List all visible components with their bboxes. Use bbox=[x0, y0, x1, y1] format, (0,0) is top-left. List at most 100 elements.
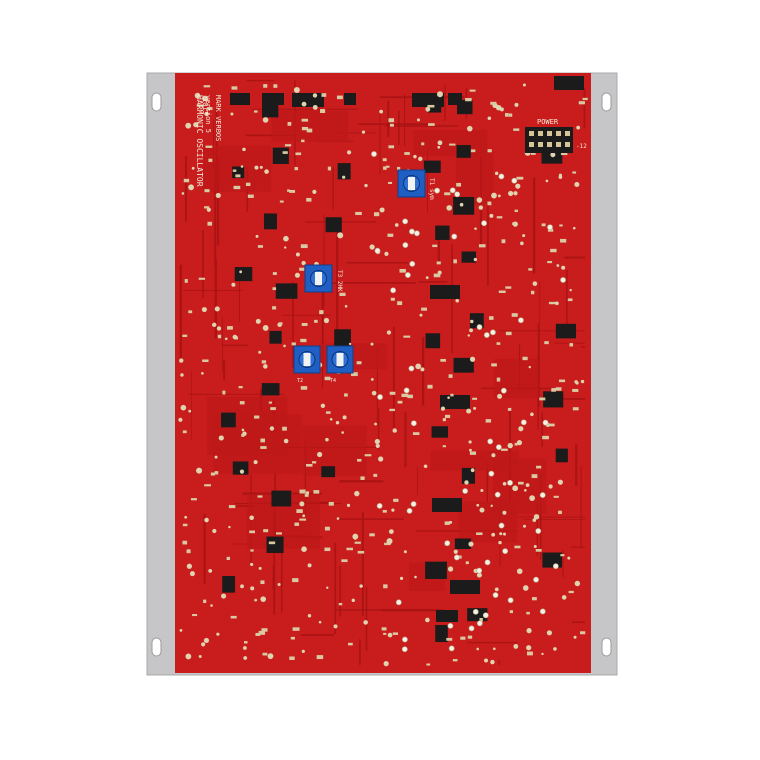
ic-chip bbox=[321, 466, 336, 478]
smd-pad bbox=[489, 316, 494, 320]
smd-pad bbox=[261, 628, 268, 632]
via bbox=[502, 532, 506, 536]
smd-pad bbox=[289, 189, 296, 193]
via bbox=[329, 417, 333, 421]
through-hole bbox=[468, 625, 475, 632]
via bbox=[557, 479, 563, 485]
via bbox=[526, 628, 532, 634]
smd-pad bbox=[338, 602, 343, 606]
via bbox=[333, 624, 338, 629]
smd-pad bbox=[426, 663, 431, 666]
ic-chip bbox=[456, 145, 471, 158]
via bbox=[188, 184, 195, 191]
through-hole bbox=[535, 528, 542, 534]
header-pin bbox=[565, 142, 570, 147]
via bbox=[576, 125, 581, 130]
via bbox=[269, 426, 275, 431]
trimmer-t1: T1 sym bbox=[397, 169, 435, 200]
via bbox=[388, 529, 394, 535]
via bbox=[307, 563, 312, 568]
smd-pad bbox=[393, 498, 399, 502]
smd-pad bbox=[516, 176, 524, 180]
smd-pad bbox=[299, 518, 307, 521]
via bbox=[572, 226, 576, 230]
through-hole bbox=[533, 576, 539, 583]
via bbox=[353, 537, 357, 540]
via bbox=[348, 342, 352, 346]
smd-pad bbox=[572, 171, 577, 174]
via bbox=[284, 246, 287, 249]
smd-pad bbox=[273, 84, 278, 88]
via bbox=[312, 93, 318, 98]
smd-pad bbox=[568, 590, 574, 594]
smd-pad bbox=[250, 549, 254, 552]
via bbox=[561, 265, 566, 270]
trimmer-label: T4 bbox=[330, 378, 336, 384]
via bbox=[526, 645, 532, 651]
ic-chip bbox=[461, 251, 477, 263]
smd-pad bbox=[357, 550, 365, 554]
smd-pad bbox=[490, 101, 497, 105]
smd-pad bbox=[442, 445, 446, 448]
via bbox=[386, 330, 392, 335]
via bbox=[419, 313, 423, 317]
via bbox=[216, 632, 220, 636]
via bbox=[502, 510, 507, 515]
smd-pad bbox=[389, 123, 394, 127]
ic-chip bbox=[271, 490, 292, 507]
smd-pad bbox=[388, 145, 395, 149]
smd-pad bbox=[272, 306, 277, 310]
smd-pad bbox=[526, 651, 533, 656]
via bbox=[386, 538, 393, 545]
header-pin bbox=[529, 131, 534, 136]
through-hole bbox=[518, 317, 524, 324]
via bbox=[346, 150, 352, 155]
through-hole bbox=[451, 233, 458, 240]
through-hole bbox=[507, 597, 514, 604]
via bbox=[283, 235, 289, 242]
smd-pad bbox=[392, 632, 399, 635]
via bbox=[258, 566, 262, 570]
via bbox=[230, 112, 234, 116]
header-pin bbox=[547, 142, 552, 147]
smd-pad bbox=[295, 152, 302, 156]
through-hole bbox=[507, 479, 513, 486]
smd-pad bbox=[514, 545, 521, 549]
smd-pad bbox=[292, 578, 299, 583]
through-hole bbox=[476, 567, 483, 574]
via bbox=[446, 205, 452, 211]
via bbox=[425, 617, 430, 623]
ic-chip bbox=[292, 93, 324, 107]
through-hole bbox=[448, 645, 455, 652]
via bbox=[447, 566, 454, 572]
smd-pad bbox=[496, 216, 503, 219]
via bbox=[378, 456, 384, 462]
smd-pad bbox=[299, 267, 305, 271]
through-hole bbox=[492, 592, 499, 598]
smd-pad bbox=[536, 465, 542, 469]
via bbox=[323, 317, 330, 324]
smd-pad bbox=[291, 342, 296, 346]
via bbox=[533, 514, 540, 520]
via bbox=[499, 532, 503, 536]
smd-pad bbox=[479, 618, 483, 622]
via bbox=[499, 107, 504, 112]
via bbox=[522, 234, 526, 238]
copper-pour bbox=[271, 110, 349, 142]
smd-pad bbox=[467, 635, 473, 639]
via bbox=[541, 652, 544, 656]
smd-pad bbox=[421, 307, 427, 311]
via bbox=[180, 373, 184, 377]
via bbox=[240, 165, 244, 168]
smd-pad bbox=[453, 259, 457, 264]
via bbox=[453, 549, 458, 554]
via bbox=[212, 322, 217, 328]
via bbox=[383, 661, 389, 667]
smd-pad bbox=[448, 374, 453, 378]
via bbox=[344, 304, 348, 308]
smd-pad bbox=[511, 313, 518, 317]
smd-pad bbox=[205, 145, 213, 148]
smd-pad bbox=[292, 627, 300, 631]
smd-pad bbox=[260, 580, 265, 585]
